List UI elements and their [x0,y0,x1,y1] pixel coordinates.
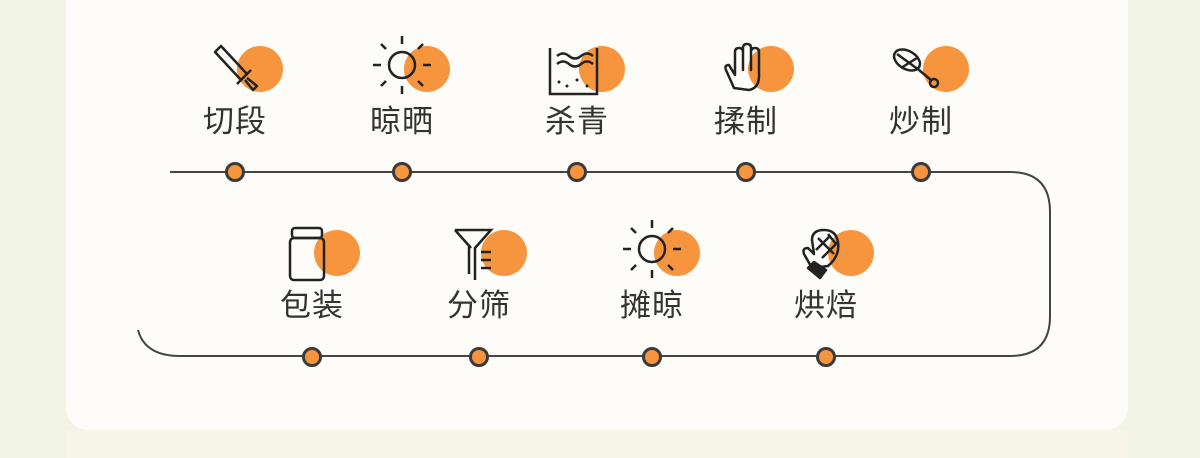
step-sifting: 分筛 [419,222,539,326]
step-label: 杀青 [545,104,609,140]
sun-icon [373,36,431,94]
knife-icon [213,44,259,92]
timeline-dot [302,347,322,367]
step-roasting: 烘焙 [766,222,886,326]
step-label: 揉制 [714,104,778,140]
step-label: 包装 [280,288,344,324]
timeline-dot [736,162,756,182]
hand-icon [724,42,761,92]
step-sun-dry: 晾晒 [342,36,462,142]
sun-icon [623,220,681,278]
steam-pot-icon [548,48,599,96]
timeline-dot [642,347,662,367]
step-rolling: 揉制 [686,38,806,142]
step-label: 烘焙 [794,288,858,324]
timeline-dot [225,162,245,182]
step-cut: 切段 [175,38,295,142]
step-label: 炒制 [889,104,953,140]
timeline-dot [567,162,587,182]
step-label: 晾晒 [370,104,434,140]
step-spread-cool: 摊晾 [592,220,712,326]
step-fixing: 杀青 [517,38,637,142]
jar-icon [288,226,326,282]
timeline-dot [911,162,931,182]
timeline-dot [392,162,412,182]
timeline-dot [469,347,489,367]
step-pan-fry: 炒制 [861,38,981,142]
oven-mitt-icon [802,228,840,280]
step-label: 摊晾 [620,288,684,324]
timeline-dot [816,347,836,367]
step-label: 切段 [203,104,267,140]
bottom-strip [66,430,1128,458]
sieve-funnel-icon [454,228,494,280]
step-packaging: 包装 [252,222,372,326]
step-label: 分筛 [447,288,511,324]
whisk-icon [892,48,940,89]
